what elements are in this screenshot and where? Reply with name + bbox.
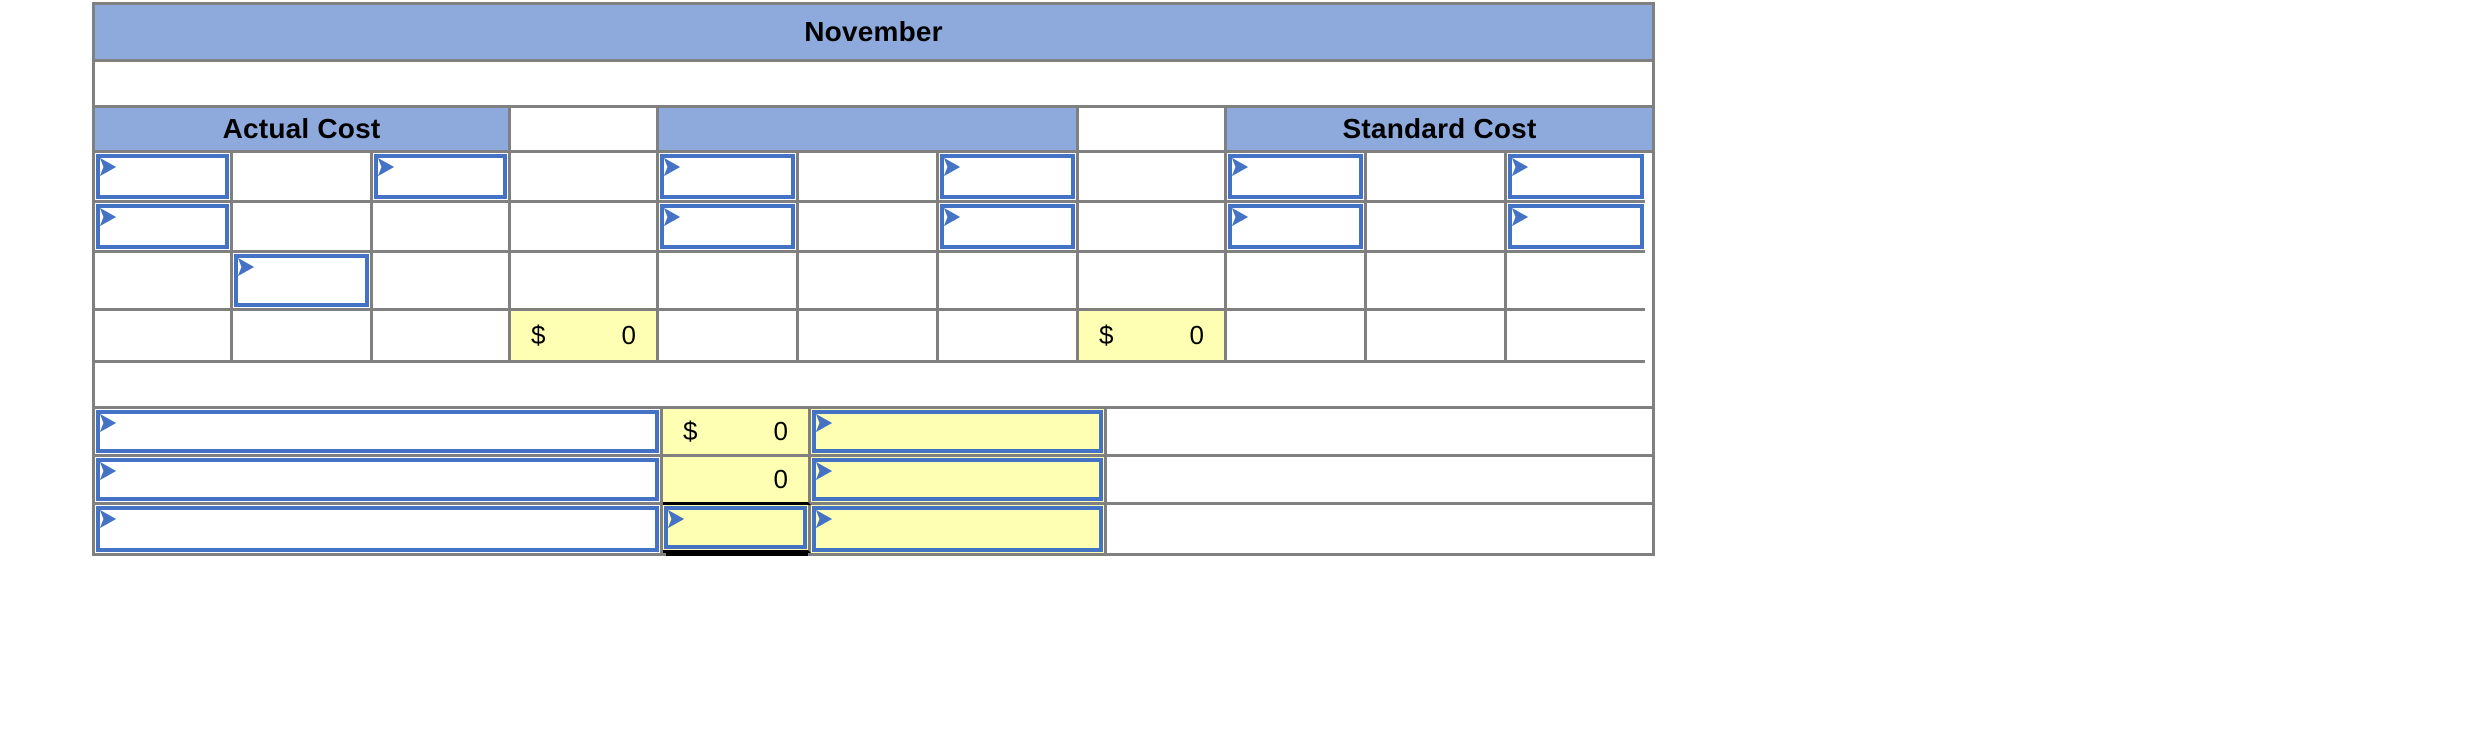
input-cell-r1c4[interactable] [511, 153, 659, 203]
input-cell-r2c7[interactable] [939, 203, 1079, 253]
input-row-2 [95, 203, 1652, 253]
page-title: November [95, 5, 1652, 62]
spacer-row-middle [95, 363, 1652, 409]
input-cell-r1c2[interactable] [233, 153, 373, 203]
header-actual-cost: Actual Cost [95, 108, 511, 153]
summary-amount-1: 0 [773, 416, 788, 446]
summary-note-2[interactable] [811, 457, 1107, 505]
input-cell-r1c5[interactable] [659, 153, 799, 203]
totals-blank-2 [233, 311, 373, 363]
totals-blank-7 [1227, 311, 1367, 363]
summary-currency-1: $ [683, 416, 698, 446]
input-cell-r3c6[interactable] [799, 253, 939, 311]
input-cell-r2c6[interactable] [799, 203, 939, 253]
input-cell-r2c3[interactable] [373, 203, 511, 253]
spacer-cell-2 [95, 363, 1652, 409]
actual-total-currency: $ [531, 320, 546, 350]
input-cell-r2c2[interactable] [233, 203, 373, 253]
summary-note-1[interactable] [811, 409, 1107, 457]
input-cell-r3c11[interactable] [1507, 253, 1645, 311]
input-cell-r2c9[interactable] [1227, 203, 1367, 253]
header-middle [659, 108, 1079, 153]
standard-total-value: 0 [1189, 320, 1204, 350]
spacer-row-top [95, 62, 1652, 108]
input-cell-r1c10[interactable] [1367, 153, 1507, 203]
standard-total-currency: $ [1099, 320, 1114, 350]
totals-row: $ 0 $ 0 [95, 311, 1652, 363]
input-cell-r1c8[interactable] [1079, 153, 1227, 203]
totals-blank-9 [1507, 311, 1645, 363]
input-row-1 [95, 153, 1652, 203]
title-row: November [95, 5, 1652, 62]
input-cell-r3c7[interactable] [939, 253, 1079, 311]
spacer-cell [95, 62, 1652, 108]
totals-blank-8 [1367, 311, 1507, 363]
input-cell-r2c5[interactable] [659, 203, 799, 253]
input-cell-r1c3[interactable] [373, 153, 511, 203]
input-cell-r3c2[interactable] [233, 253, 373, 311]
input-cell-r2c4[interactable] [511, 203, 659, 253]
summary-label-2[interactable] [95, 457, 663, 505]
totals-blank-6 [939, 311, 1079, 363]
totals-blank-3 [373, 311, 511, 363]
summary-row-2: 0 [95, 457, 1652, 505]
group-header-row: Actual Cost Standard Cost [95, 108, 1652, 153]
input-cell-r2c8[interactable] [1079, 203, 1227, 253]
summary-row-3 [95, 505, 1652, 553]
summary-filler-3 [1107, 505, 1652, 553]
input-cell-r1c9[interactable] [1227, 153, 1367, 203]
input-cell-r3c1[interactable] [95, 253, 233, 311]
summary-label-3[interactable] [95, 505, 663, 553]
totals-blank-4 [659, 311, 799, 363]
worksheet-grid: November Actual Cost Standard Cost [92, 2, 1655, 556]
input-cell-r3c8[interactable] [1079, 253, 1227, 311]
totals-blank-5 [799, 311, 939, 363]
input-cell-r2c11[interactable] [1507, 203, 1645, 253]
header-gap-right [1079, 108, 1227, 153]
input-cell-r3c5[interactable] [659, 253, 799, 311]
input-cell-r3c4[interactable] [511, 253, 659, 311]
header-gap-left [511, 108, 659, 153]
summary-amount-2: 0 [773, 464, 788, 494]
summary-filler-1 [1107, 409, 1652, 457]
input-cell-r3c10[interactable] [1367, 253, 1507, 311]
input-cell-r3c3[interactable] [373, 253, 511, 311]
summary-filler-2 [1107, 457, 1652, 505]
input-row-3 [95, 253, 1652, 311]
summary-row-1: $ 0 [95, 409, 1652, 457]
summary-value-3[interactable] [663, 505, 811, 553]
input-cell-r1c6[interactable] [799, 153, 939, 203]
input-cell-r2c10[interactable] [1367, 203, 1507, 253]
totals-blank-1 [95, 311, 233, 363]
input-cell-r1c11[interactable] [1507, 153, 1645, 203]
summary-value-2[interactable]: 0 [663, 457, 811, 505]
header-standard-cost: Standard Cost [1227, 108, 1652, 153]
input-cell-r1c7[interactable] [939, 153, 1079, 203]
input-cell-r1c1[interactable] [95, 153, 233, 203]
summary-value-1[interactable]: $ 0 [663, 409, 811, 457]
input-cell-r2c1[interactable] [95, 203, 233, 253]
actual-total-value: 0 [621, 320, 636, 350]
summary-label-1[interactable] [95, 409, 663, 457]
standard-cost-total[interactable]: $ 0 [1079, 311, 1227, 363]
actual-cost-total[interactable]: $ 0 [511, 311, 659, 363]
summary-note-3[interactable] [811, 505, 1107, 553]
input-cell-r3c9[interactable] [1227, 253, 1367, 311]
